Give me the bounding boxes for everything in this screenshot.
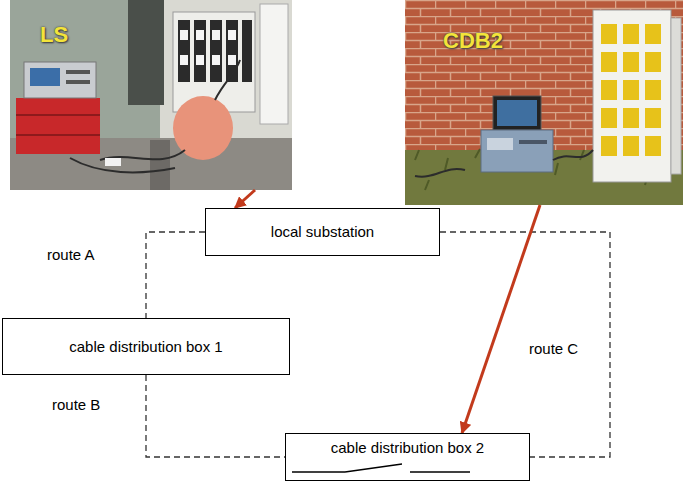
photo-caption: CDB2 bbox=[443, 28, 503, 53]
substation-photo bbox=[215, 60, 240, 100]
distribution-box-photo bbox=[671, 18, 681, 174]
substation-photo bbox=[194, 20, 206, 82]
substation-photo bbox=[105, 158, 121, 166]
fuse-grid bbox=[623, 136, 639, 156]
substation-box: local substation bbox=[205, 208, 440, 256]
substation-photo bbox=[16, 134, 100, 136]
substation-photo bbox=[173, 12, 255, 112]
fuse-grid bbox=[645, 80, 661, 100]
fuse-grid bbox=[623, 108, 639, 128]
substation-photo bbox=[178, 20, 190, 82]
fuse-grid bbox=[601, 136, 617, 156]
substation-photo bbox=[30, 68, 60, 86]
box-label: cable distribution box 2 bbox=[331, 439, 484, 456]
substation-photo bbox=[212, 55, 220, 65]
route-label: route B bbox=[50, 396, 102, 413]
photo-caption: LS bbox=[40, 22, 68, 47]
fuse-grid bbox=[645, 136, 661, 156]
substation-photo bbox=[24, 62, 96, 98]
substation-photo bbox=[228, 55, 236, 65]
distribution-box-photo bbox=[493, 96, 541, 130]
pointer-arrow bbox=[235, 190, 255, 208]
distribution-box-photo bbox=[519, 140, 547, 144]
fuse-grid bbox=[645, 52, 661, 72]
fuse-grid bbox=[645, 108, 661, 128]
substation-photo bbox=[180, 30, 188, 40]
distribution-box-photo bbox=[553, 150, 593, 160]
switch-symbol bbox=[410, 471, 470, 472]
distribution-box-photo bbox=[405, 0, 683, 205]
substation-photo bbox=[260, 4, 288, 124]
substation-photo bbox=[173, 96, 233, 160]
route-label: route C bbox=[527, 340, 580, 357]
distribution-box-photo bbox=[593, 10, 671, 182]
pointer-arrow bbox=[462, 205, 540, 433]
substation-photo bbox=[228, 30, 236, 40]
substation-photo bbox=[210, 20, 222, 82]
substation-photo bbox=[10, 0, 292, 190]
cable-route bbox=[146, 232, 205, 318]
substation-photo bbox=[150, 140, 170, 190]
substation-photo bbox=[16, 98, 100, 154]
substation-photo bbox=[212, 30, 220, 40]
substation-photo bbox=[180, 55, 188, 65]
substation-photo bbox=[242, 20, 252, 82]
switch-symbol bbox=[292, 464, 470, 472]
fuse-grid bbox=[645, 24, 661, 44]
substation-photo bbox=[226, 20, 238, 82]
fuse-grid bbox=[601, 24, 661, 156]
substation-photo bbox=[196, 55, 204, 65]
substation-photo bbox=[70, 158, 175, 172]
substation-photo bbox=[66, 80, 90, 84]
fuse-grid bbox=[623, 24, 639, 44]
fuse-grid bbox=[601, 24, 617, 44]
distribution-box-photo bbox=[481, 130, 553, 172]
fuse-grid bbox=[623, 52, 639, 72]
fuse-grid bbox=[601, 80, 617, 100]
distribution-box: cable distribution box 1 bbox=[2, 318, 290, 375]
distribution-box-photo bbox=[415, 169, 465, 177]
substation-photo bbox=[10, 0, 292, 190]
box-label: local substation bbox=[271, 223, 374, 240]
photo-label-area: CDB2 bbox=[405, 0, 683, 205]
route-label: route A bbox=[45, 246, 97, 263]
substation-photo bbox=[196, 30, 204, 40]
switch-symbol bbox=[292, 471, 345, 472]
distribution-box-photo bbox=[497, 100, 537, 126]
fuse-grid bbox=[601, 108, 617, 128]
photo-label-area: LS bbox=[10, 0, 292, 190]
fuse-grid bbox=[601, 52, 617, 72]
switch-symbol bbox=[345, 464, 402, 472]
substation-photo bbox=[128, 0, 164, 105]
fuse-grid bbox=[623, 80, 639, 100]
box-label: cable distribution box 1 bbox=[69, 338, 222, 355]
distribution-box-photo bbox=[487, 138, 513, 150]
distribution-box: cable distribution box 2 bbox=[285, 433, 530, 481]
substation-photo bbox=[66, 70, 90, 74]
cable-route bbox=[146, 375, 285, 457]
substation-photo bbox=[16, 114, 100, 116]
